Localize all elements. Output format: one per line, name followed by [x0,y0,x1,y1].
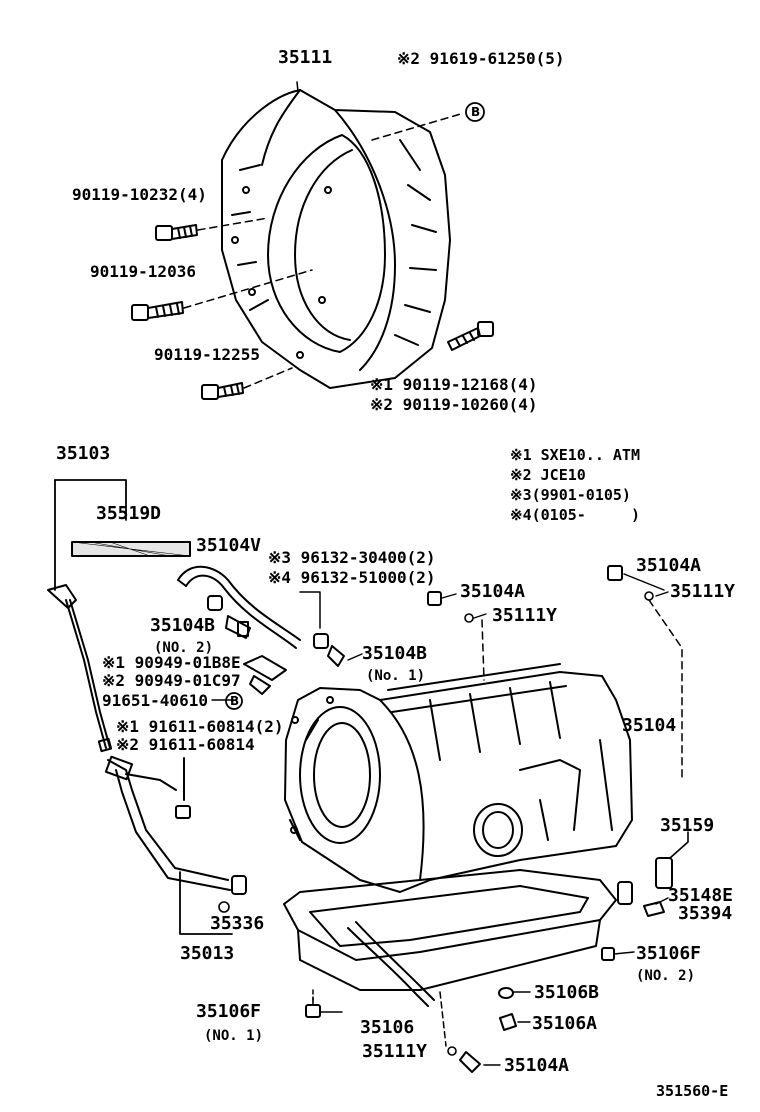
part-label-35104b-no1-sub: (No. 1) [366,668,426,684]
part-label-35111: 35111 [278,47,333,68]
part-label-35104b-no1: 35104B [362,643,428,664]
oil-pan-35106 [283,869,617,991]
part-label-35106f-no2-sub: (NO. 2) [636,968,696,984]
catalog-code: 351560-E [656,1082,729,1100]
reference-b-top-letter: B [471,105,481,119]
part-label-90119-12168: ※1 90119-12168(4) [370,375,538,394]
part-label-35103: 35103 [56,443,111,464]
part-label-90119-12255: 90119-12255 [154,345,260,364]
dipstick-guide-tube [104,755,247,895]
oil-strainer-tube [347,921,435,1007]
part-label-35159: 35159 [660,815,715,836]
part-label-35106f-no1: 35106F [196,1001,262,1022]
part-label-91611-b: ※2 91611-60814 [116,735,255,754]
part-label-35519d: 35519D [96,503,162,524]
breather-hose-35104v [177,565,301,649]
dipstick-35103 [47,584,113,753]
legend-line-4: ※4(0105- ) [510,506,640,524]
part-label-35106f-no2: 35106F [636,943,702,964]
part-label-35104a-bottom: 35104A [504,1055,570,1076]
part-label-91619: ※2 91619-61250(5) [397,49,565,68]
part-label-35111y-mid: 35111Y [492,605,558,626]
part-label-35111y-top: 35111Y [670,581,736,602]
part-label-91651: 91651-40610 [102,691,208,710]
part-label-90949-01c9: ※2 90949-01C97 [102,671,241,690]
reference-b-circle-bottom [225,692,243,710]
bolt-35104a-mid [427,591,442,606]
legend-line-3: ※3(9901-0105) [510,486,631,504]
part-label-35013: 35013 [180,943,235,964]
part-label-35394: 35394 [678,903,733,924]
part-label-90119-12036: 90119-12036 [90,262,196,281]
part-label-35336: 35336 [210,913,265,934]
part-label-96132-30400: ※3 96132-30400(2) [268,548,436,567]
bolt-35106a [499,1013,517,1031]
part-label-35104a-mid: 35104A [460,581,526,602]
bolt-90119-12036 [131,301,184,321]
part-label-35104: 35104 [622,715,677,736]
plug-35159 [655,857,673,889]
part-label-90949-01b8: ※1 90949-01B8E [102,653,241,672]
magnet-35394 [643,901,665,917]
clamp-35104b-no2 [207,595,251,639]
part-label-35111y-bottom: 35111Y [362,1041,428,1062]
legend-line-2: ※2 JCE10 [510,466,586,484]
part-label-96132-51000: ※4 96132-51000(2) [268,568,436,587]
transmission-housing [221,89,451,389]
bolt-90119-10232 [155,224,198,241]
part-label-35104v: 35104V [196,535,262,556]
part-label-35106: 35106 [360,1017,415,1038]
clamp-35104b-no1 [313,633,345,667]
reference-b-circle-top [465,102,485,122]
bolt-91611 [175,757,191,819]
legend-line-1: ※1 SXE10.. ATM [510,446,640,464]
bolt-35104a-top [607,565,623,581]
bolt-90119-12168 [447,321,494,351]
part-label-90119-10232: 90119-10232(4) [72,185,207,204]
bracket-90949 [243,655,287,695]
bolt-35106f-no2 [601,947,615,961]
reference-b-bottom-letter: B [230,694,240,708]
part-label-91611-a: ※1 91611-60814(2) [116,717,284,736]
bolt-90119-12255 [201,382,244,400]
plug-35148e [617,881,633,905]
part-label-35148e: 35148E [668,885,734,906]
bolt-35106f-no1 [305,1004,321,1018]
part-label-35106f-no1-sub: (NO. 1) [204,1028,264,1044]
part-label-35104a-top: 35104A [636,555,702,576]
transmission-case-35104 [284,663,633,893]
part-label-35104b-no2: 35104B [150,615,216,636]
washer-35106b [498,987,514,999]
plug-35104a-bottom [459,1051,481,1073]
oring-35336 [218,901,230,913]
part-label-35106a: 35106A [532,1013,598,1034]
part-label-90119-10260: ※2 90119-10260(4) [370,395,538,414]
part-label-35106b: 35106B [534,982,600,1003]
part-label-35104b-no2-sub: (NO. 2) [154,640,214,656]
